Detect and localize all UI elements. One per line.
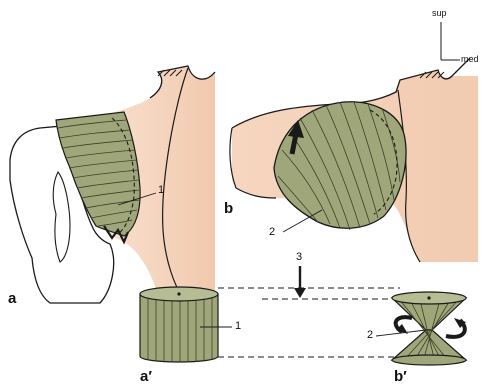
panel-a-prime-drawing	[140, 287, 232, 362]
orientation-sup-label: sup	[432, 8, 447, 18]
panel-a-label: a	[8, 290, 16, 307]
callout-b-prime-2: 2	[367, 329, 373, 341]
callout-a-1: 1	[158, 184, 164, 196]
cylinder-body	[140, 294, 218, 362]
hourglass-bottom	[392, 355, 466, 365]
panel-b-label: b	[224, 200, 233, 217]
orientation-med-label: med	[461, 54, 479, 64]
shortening-arrowhead	[294, 288, 306, 298]
panel-a-drawing	[10, 66, 215, 303]
callout-arrow-3: 3	[296, 251, 302, 263]
hourglass-axis-point	[427, 296, 430, 299]
callout-b-2: 2	[269, 226, 275, 238]
panel-a-prime-label: a′	[140, 368, 152, 385]
callout-a-prime-1: 1	[235, 320, 241, 332]
cylinder-axis-point	[177, 292, 180, 295]
reference-lines	[218, 266, 400, 357]
orientation-marker	[441, 22, 460, 60]
panel-b-prime-drawing	[376, 292, 466, 365]
panel-b-prime-label: b′	[394, 368, 407, 385]
panel-b-drawing	[230, 58, 478, 262]
